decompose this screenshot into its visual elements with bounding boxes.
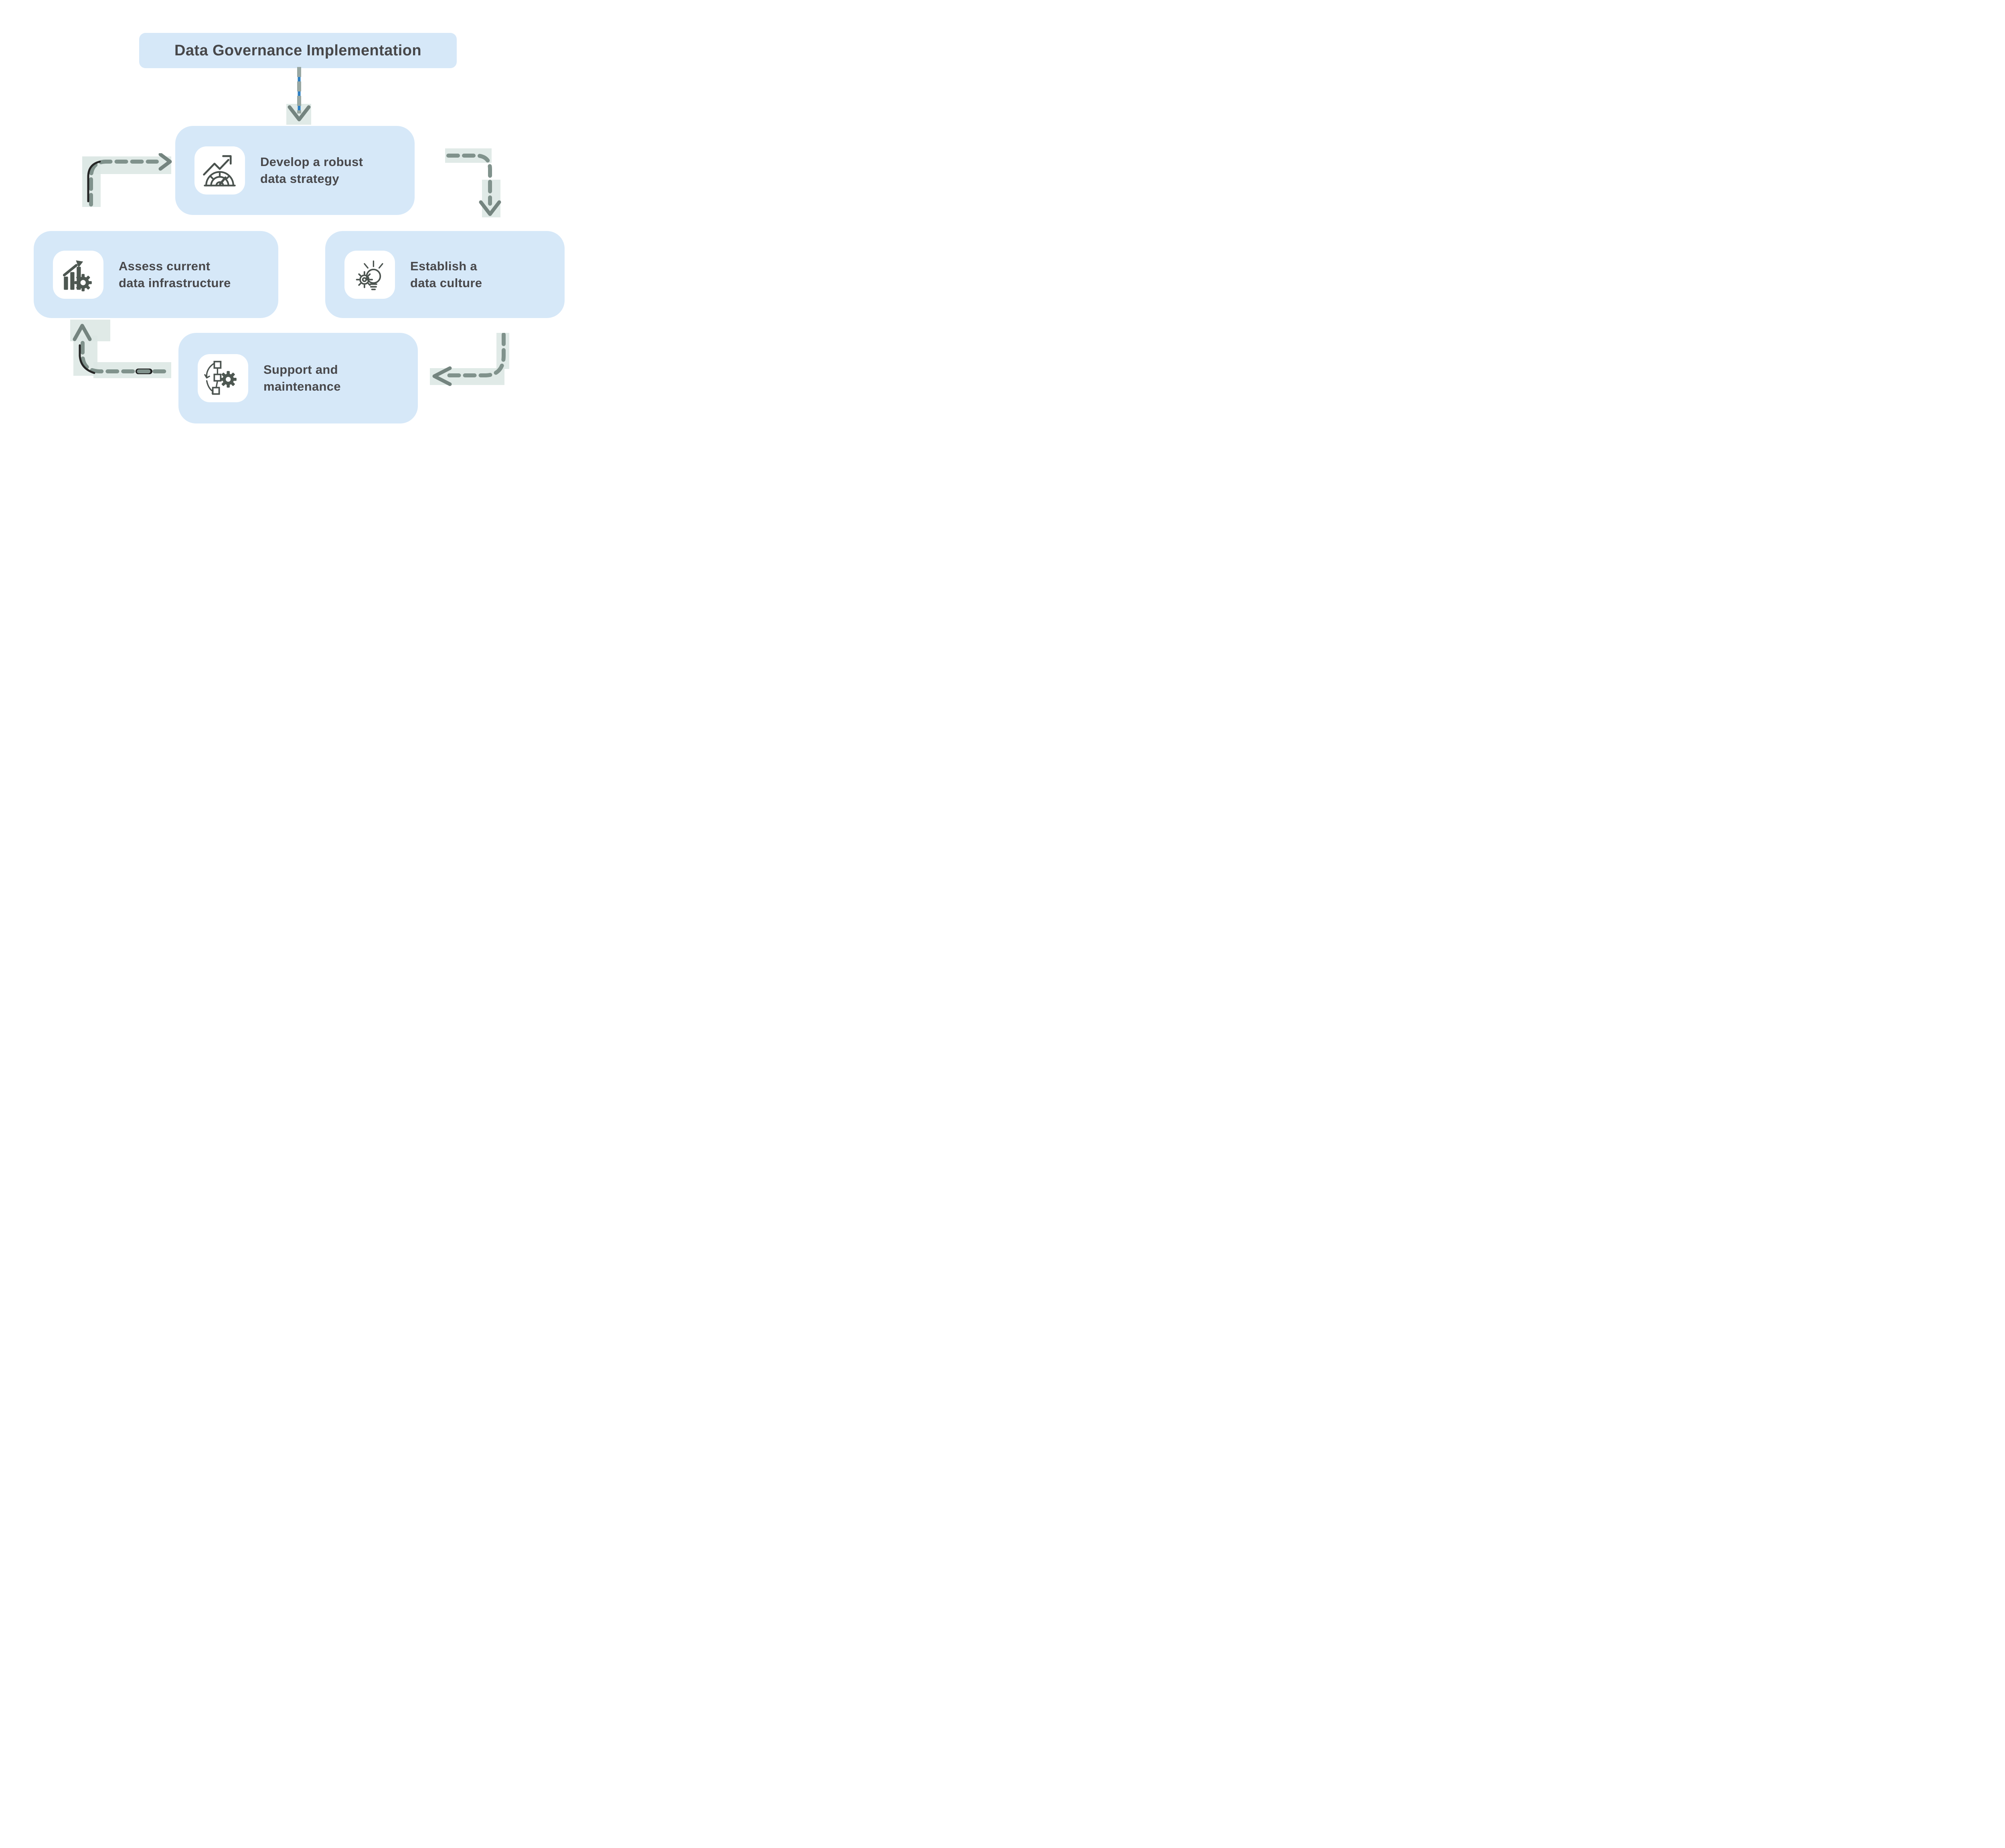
gauge-growth-icon [203,155,236,186]
node-establish-data-culture: Establish a data culture [325,231,565,318]
node-label-line: Support and [263,363,338,377]
page-title: Data Governance Implementation [174,42,421,59]
node-label: Develop a robust data strategy [260,154,363,187]
connector-develop-to-establish [445,148,501,217]
connector-establish-to-support [430,333,509,386]
bar-chart-gear-icon [63,260,92,291]
node-label-line: data infrastructure [119,276,231,290]
node-label-line: Assess current [119,259,211,273]
connector-title-to-develop [286,67,311,125]
icon-tile [198,354,248,402]
node-label: Support and maintenance [263,361,341,395]
data-governance-diagram: Data Governance Implementation [0,0,577,462]
node-assess-current-infrastructure: Assess current data infrastructure [34,231,278,318]
node-label: Establish a data culture [410,258,482,291]
node-label: Assess current data infrastructure [119,258,231,291]
node-label-line: data strategy [260,172,339,186]
icon-tile [53,250,103,299]
node-label-line: maintenance [263,379,341,393]
node-label-line: Establish a [410,259,477,273]
node-label-line: data culture [410,276,482,290]
title-card: Data Governance Implementation [139,33,457,68]
lightbulb-gear-icon [356,260,383,290]
node-develop-data-strategy: Develop a robust data strategy [175,126,415,215]
connector-assess-to-develop [82,153,172,207]
connector-support-to-assess [70,320,171,378]
node-support-maintenance: Support and maintenance [178,333,418,424]
icon-tile [344,250,395,299]
node-label-line: Develop a robust [260,155,363,169]
workflow-gear-icon [204,361,237,395]
icon-tile [194,146,245,195]
